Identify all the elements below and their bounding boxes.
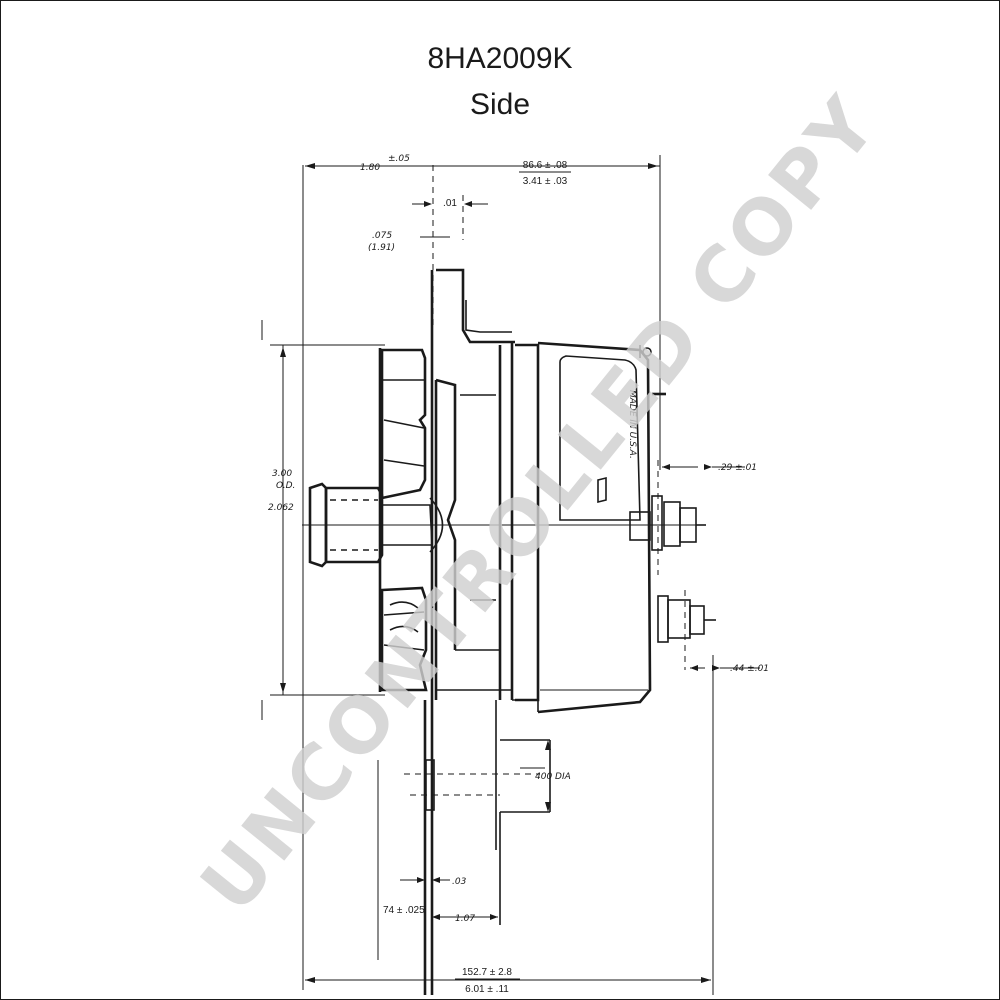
- dim-bottom-overall-in: 6.01 ± .11: [465, 984, 509, 995]
- dim-top-left-tol: ±.05: [388, 154, 410, 164]
- dimension-top-overall: [305, 163, 660, 173]
- dim-top-overall-mm: 86.6 ± .08: [523, 160, 568, 171]
- dim-foot-width: 74 ± .025: [383, 905, 425, 916]
- dim-bottom-overall-mm: 152.7 ± 2.8: [462, 967, 512, 978]
- dim-shaft-dia: 2.062: [268, 503, 294, 513]
- dim-terminal-2: .44 ±.01: [730, 664, 769, 674]
- dimension-bottom-overall: [305, 977, 711, 983]
- dim-pulley-od-2: O.D.: [276, 481, 295, 491]
- dimension-pulley-od: [280, 347, 286, 693]
- dim-bolt-hole: 400 DIA: [535, 772, 571, 782]
- mounting-foot: [404, 700, 551, 995]
- extension-lines: [261, 155, 714, 995]
- dim-top-left: 1.80: [360, 163, 380, 173]
- dimension-gap: [412, 165, 488, 330]
- pulley-fan: [378, 348, 428, 692]
- page-title: 8HA2009K: [427, 42, 573, 75]
- dim-terminal-1: .29 ±.01: [718, 463, 757, 473]
- dim-foot-03: .03: [452, 877, 467, 887]
- front-housing: [430, 268, 515, 700]
- dim-foot-107: 1.07: [455, 914, 475, 924]
- rear-housing: [512, 341, 666, 714]
- terminal-upper: [629, 460, 745, 575]
- dimension-foot: [400, 877, 498, 920]
- dim-pulley-od-1: 3.00: [272, 469, 292, 479]
- terminal-lower: [657, 590, 760, 671]
- dim-top-overall-in: 3.41 ± .03: [523, 176, 568, 187]
- made-in-usa-plate: MADE IN U.S.A.: [627, 390, 637, 459]
- view-label: Side: [469, 88, 531, 121]
- dim-075-sub: (1.91): [368, 243, 395, 253]
- dim-075: .075: [372, 231, 392, 241]
- dim-gap: .01: [443, 198, 457, 209]
